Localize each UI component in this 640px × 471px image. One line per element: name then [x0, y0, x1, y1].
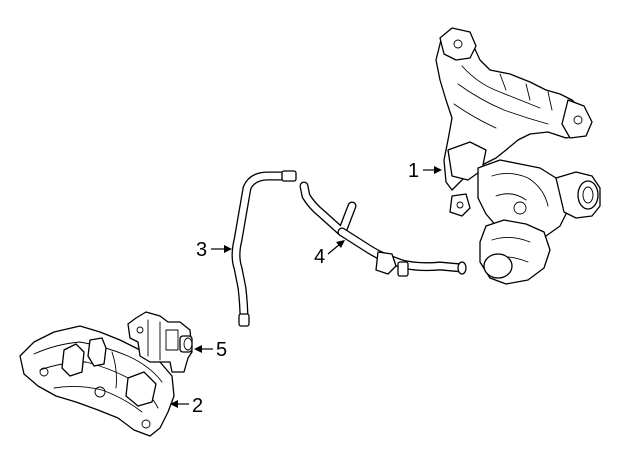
oil-feed-line-part[interactable]: [231, 170, 297, 327]
coolant-line-part[interactable]: [299, 181, 467, 277]
heat-shield-part[interactable]: [19, 325, 175, 437]
callout-2-label: 2: [192, 395, 203, 417]
callout-5: 5: [194, 339, 227, 361]
callout-1-label: 1: [408, 160, 419, 182]
callout-4: 4: [314, 240, 345, 268]
solenoid-valve-part[interactable]: [127, 311, 193, 373]
callout-2: 2: [170, 395, 203, 417]
callout-5-label: 5: [216, 339, 227, 361]
callout-4-label: 4: [314, 246, 325, 268]
callout-3-label: 3: [196, 239, 207, 261]
callout-1: 1: [408, 160, 442, 182]
turbocharger-part[interactable]: [435, 27, 601, 285]
callout-3: 3: [196, 239, 232, 261]
